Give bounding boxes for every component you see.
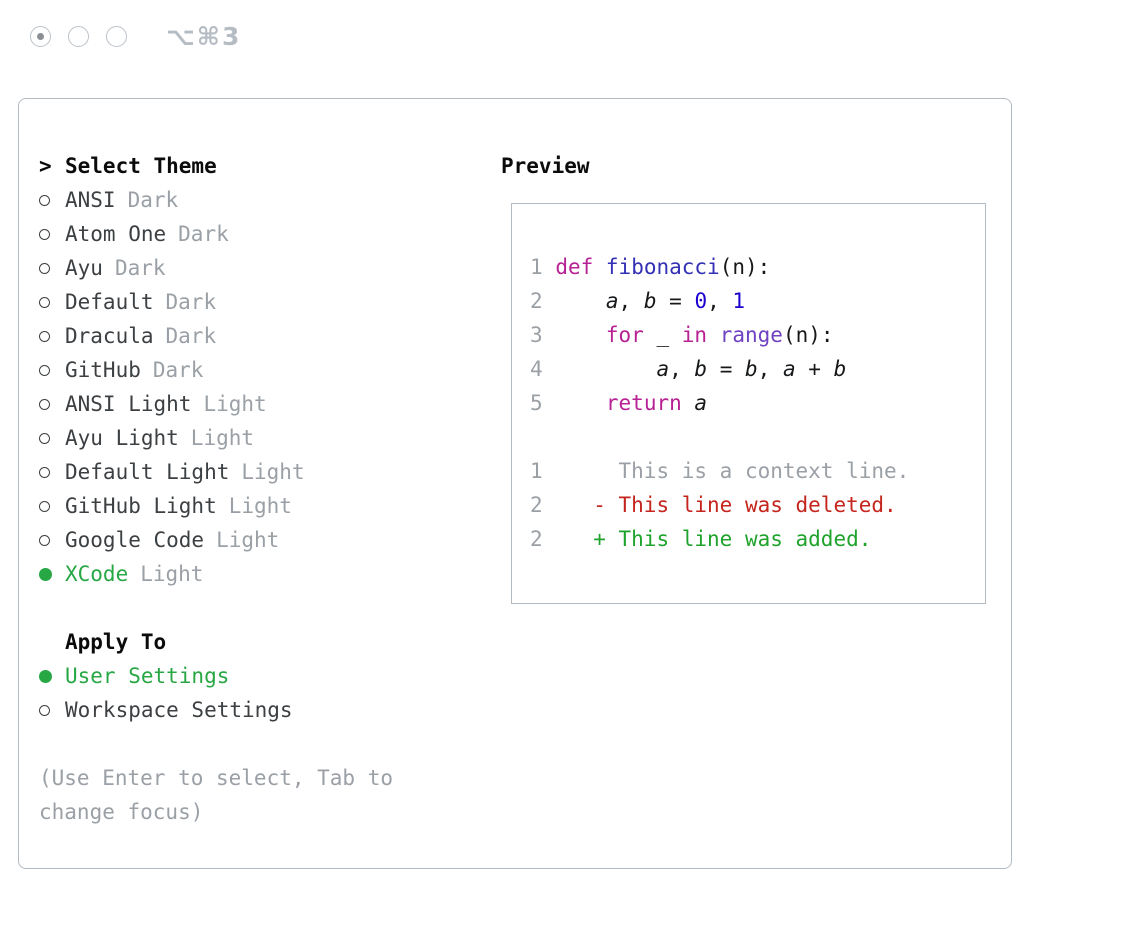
option-label: Dracula	[65, 324, 154, 348]
radio-icon	[39, 500, 65, 512]
theme-option-xcode[interactable]: XCode Light	[39, 557, 471, 591]
window-button-minimize[interactable]	[68, 26, 89, 47]
radio-icon	[39, 432, 65, 444]
option-label: Atom One	[65, 222, 167, 246]
window-shortcut-label: ⌥⌘3	[166, 22, 242, 51]
apply-to-header: Apply To	[39, 625, 471, 659]
radio-selected-icon	[39, 567, 65, 581]
option-label: Ayu Light	[65, 426, 179, 450]
theme-variant-label: Light	[216, 528, 280, 552]
theme-variant-label: Dark	[165, 290, 217, 314]
theme-option-github[interactable]: GitHub Dark	[39, 353, 471, 387]
option-label: Default Light	[65, 460, 230, 484]
option-label: GitHub Light	[65, 494, 217, 518]
spacer	[39, 727, 471, 761]
option-label: Default	[65, 290, 154, 314]
option-label: GitHub	[65, 358, 141, 382]
option-label: Google Code	[65, 528, 205, 552]
theme-variant-label: Light	[228, 494, 292, 518]
radio-selected-icon	[39, 669, 65, 683]
preview-title: Preview	[501, 154, 590, 178]
option-label: XCode	[65, 562, 129, 586]
theme-variant-label: Dark	[114, 256, 166, 280]
diff-preview: 1 This is a context line. 2 - This line …	[530, 459, 910, 551]
option-label: User Settings	[65, 664, 230, 688]
spacer	[39, 591, 471, 625]
code-preview: 1 def fibonacci(n): 2 a, b = 0, 1 3 for …	[530, 255, 847, 415]
hint-text: (Use Enter to select, Tab to change focu…	[39, 766, 394, 824]
window-button-zoom[interactable]	[106, 26, 127, 47]
radio-icon	[39, 534, 65, 546]
theme-variant-label: Dark	[178, 222, 229, 246]
option-label: Workspace Settings	[65, 698, 293, 722]
option-label: Ayu	[65, 256, 103, 280]
prompt-icon: >	[39, 154, 52, 178]
radio-icon	[39, 228, 65, 240]
radio-icon	[39, 398, 65, 410]
theme-option-default[interactable]: Default Dark	[39, 285, 471, 319]
apply-option-workspace-settings[interactable]: Workspace Settings	[39, 693, 471, 727]
apply-to-title: Apply To	[65, 630, 167, 654]
radio-icon	[39, 364, 65, 376]
preview-box: 1 def fibonacci(n): 2 a, b = 0, 1 3 for …	[511, 203, 986, 604]
window-button-close[interactable]	[30, 26, 51, 47]
select-theme-title: Select Theme	[65, 154, 217, 178]
option-label: ANSI Light	[65, 392, 192, 416]
theme-option-default-light[interactable]: Default Light Light	[39, 455, 471, 489]
radio-icon	[39, 296, 65, 308]
radio-icon	[39, 262, 65, 274]
theme-variant-label: Dark	[152, 358, 204, 382]
theme-option-atom-one[interactable]: Atom One Dark	[39, 217, 471, 251]
theme-variant-label: Light	[140, 562, 204, 586]
radio-icon	[39, 330, 65, 342]
theme-option-ansi[interactable]: ANSI Dark	[39, 183, 471, 217]
theme-variant-label: Light	[203, 392, 267, 416]
radio-icon	[39, 466, 65, 478]
theme-variant-label: Light	[190, 426, 255, 450]
window-controls	[30, 26, 127, 47]
theme-option-ansi-light[interactable]: ANSI Light Light	[39, 387, 471, 421]
theme-variant-label: Dark	[127, 188, 179, 212]
select-theme-header: > Select Theme	[39, 149, 471, 183]
theme-variant-label: Dark	[165, 324, 217, 348]
theme-option-google-code[interactable]: Google Code Light	[39, 523, 471, 557]
option-label: ANSI	[65, 188, 116, 212]
theme-option-github-light[interactable]: GitHub Light Light	[39, 489, 471, 523]
radio-icon	[39, 704, 65, 716]
apply-option-user-settings[interactable]: User Settings	[39, 659, 471, 693]
theme-variant-label: Light	[241, 460, 305, 484]
theme-option-ayu-light[interactable]: Ayu Light Light	[39, 421, 471, 455]
theme-option-dracula[interactable]: Dracula Dark	[39, 319, 471, 353]
theme-option-ayu[interactable]: Ayu Dark	[39, 251, 471, 285]
radio-icon	[39, 194, 65, 206]
